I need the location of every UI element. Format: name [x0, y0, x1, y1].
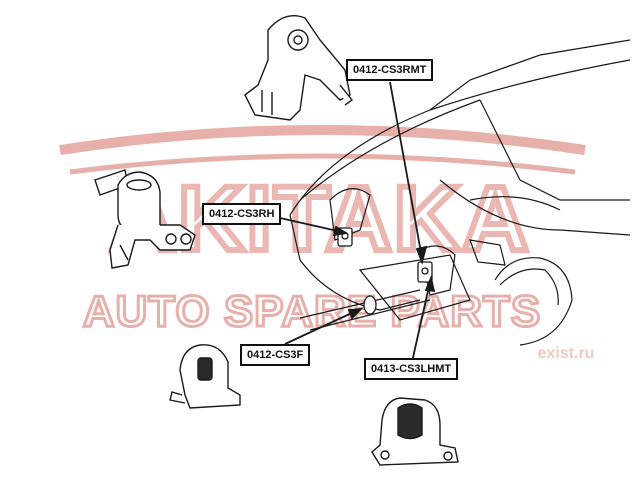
label-rear-mount: 0412-CS3RMT: [346, 59, 434, 81]
rear-mount-illustration: [244, 15, 354, 121]
left-mount-illustration: [371, 397, 459, 466]
watermark: AKITAKA AUTO SPARE PARTS exist.ru: [59, 125, 595, 362]
leader-lines: [279, 81, 436, 363]
installed-mounts: [337, 227, 433, 315]
watermark-site: exist.ru: [538, 345, 595, 362]
watermark-arcs: [59, 125, 586, 175]
right-mount-illustration: [94, 169, 196, 269]
watermark-brand: AKITAKA: [109, 168, 530, 270]
front-mount-illustration: [169, 344, 241, 409]
watermark-tagline: AUTO SPARE PARTS: [83, 287, 542, 336]
car-body-outline: [289, 39, 631, 346]
label-right-mount: 0412-CS3RH: [202, 203, 282, 225]
label-front-mount: 0412-CS3F: [240, 344, 311, 366]
label-left-mount: 0413-CS3LHMT: [364, 358, 459, 380]
